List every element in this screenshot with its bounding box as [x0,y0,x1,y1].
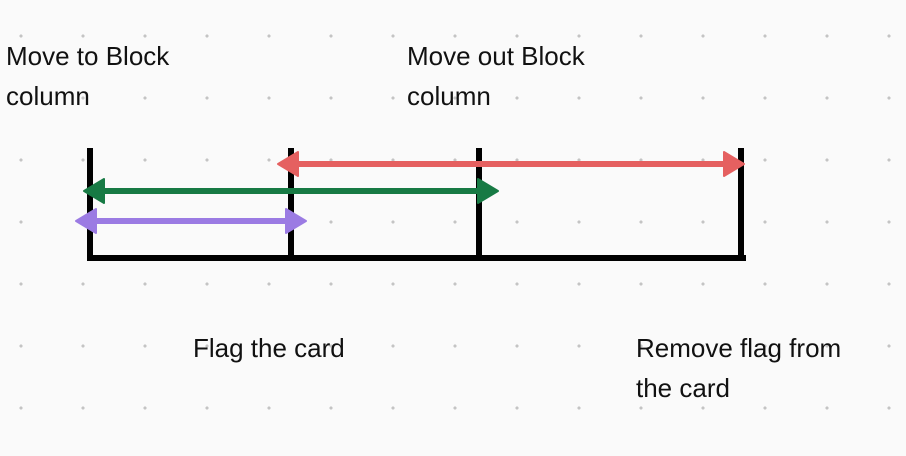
label-flag-the-card: Flag the card [193,333,345,363]
red-double-arrow [277,151,745,177]
purple-double-arrow [75,208,307,234]
green-double-arrow [83,178,499,204]
timeline-axis [87,148,746,261]
label-remove-flag-from-card: Remove flag from the card [636,333,842,403]
label-move-to-block-column: Move to Block column [6,41,170,111]
label-move-out-block-column: Move out Block column [407,41,585,111]
